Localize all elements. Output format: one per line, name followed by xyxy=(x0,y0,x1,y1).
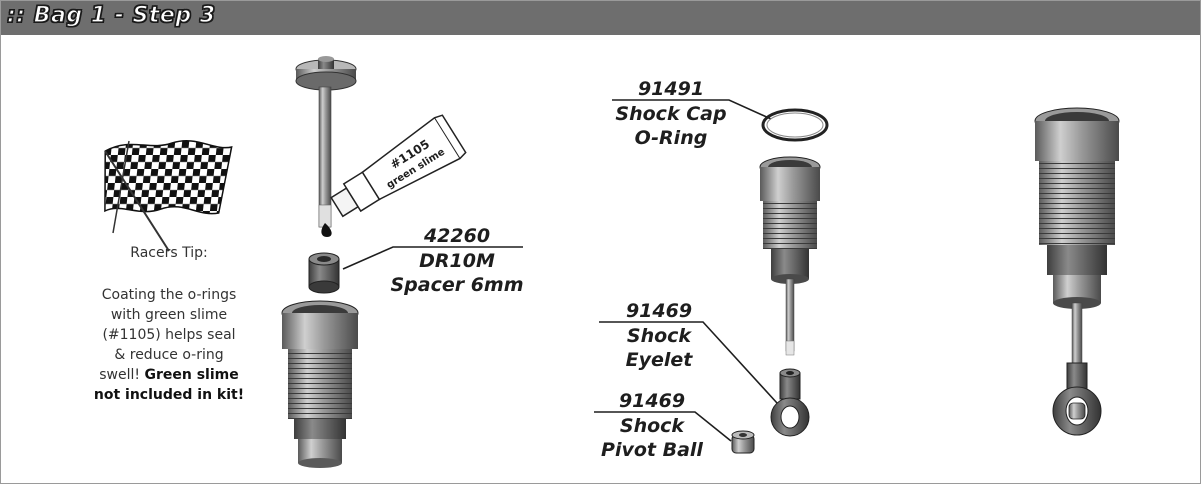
label-spacer: 42260 DR10M Spacer 6mm xyxy=(389,225,525,297)
step-title: :: Bag 1 - Step 3 xyxy=(6,2,216,28)
label-cap-oring: 91491 Shock Cap O-Ring xyxy=(607,78,735,150)
leader-lines xyxy=(342,99,778,442)
tip-line-2: with green slime xyxy=(110,307,228,323)
tip-line-6: not included in kit! xyxy=(65,385,273,405)
spacer-part-number: 42260 xyxy=(423,225,491,247)
shock-body-left xyxy=(281,300,359,468)
pivot-ball-part xyxy=(731,430,755,454)
tip-title: Racers Tip: xyxy=(130,245,208,261)
tip-line-1: Coating the o-rings xyxy=(101,287,237,303)
spacer-name-line2: Spacer 6mm xyxy=(390,274,524,296)
oring-name-line1: Shock Cap xyxy=(615,103,727,125)
label-pivot-ball: 91469 Shock Pivot Ball xyxy=(585,390,719,462)
o-ring-part xyxy=(761,108,829,142)
tip-line-4: & reduce o-ring xyxy=(114,347,224,363)
tip-line-5-bold: Green slime xyxy=(144,367,239,383)
tip-line-6-bold: not included in kit! xyxy=(93,387,245,403)
spacer-part xyxy=(308,252,340,294)
eyelet-name-line2: Eyelet xyxy=(625,349,693,371)
eyelet-part-number: 91469 xyxy=(625,300,693,322)
eyelet-part xyxy=(770,368,810,437)
spacer-name-line1: DR10M xyxy=(419,250,495,272)
tip-line-5: swell! Green slime xyxy=(65,365,273,385)
label-eyelet: 91469 Shock Eyelet xyxy=(597,300,721,372)
tip-line-5-normal: swell! xyxy=(99,367,145,383)
oring-part-number: 91491 xyxy=(637,78,705,100)
tip-line-3: (#1105) helps seal xyxy=(102,327,236,343)
oring-name-line2: O-Ring xyxy=(634,127,708,149)
shock-cap-middle xyxy=(759,156,821,356)
shock-shaft-with-cap xyxy=(295,56,357,237)
checkered-flag-icon xyxy=(104,139,233,252)
green-slime-tube-icon: #1105 green slime xyxy=(330,114,467,218)
step-header: :: Bag 1 - Step 3 xyxy=(1,1,1200,35)
pivot-ball-part-number: 91469 xyxy=(618,390,686,412)
assembled-shock xyxy=(1034,107,1120,436)
pivot-ball-name-line2: Pivot Ball xyxy=(601,439,703,461)
eyelet-name-line1: Shock xyxy=(626,325,692,347)
tip-body: Coating the o-rings with green slime (#1… xyxy=(65,285,273,405)
pivot-ball-name-line1: Shock xyxy=(619,415,685,437)
